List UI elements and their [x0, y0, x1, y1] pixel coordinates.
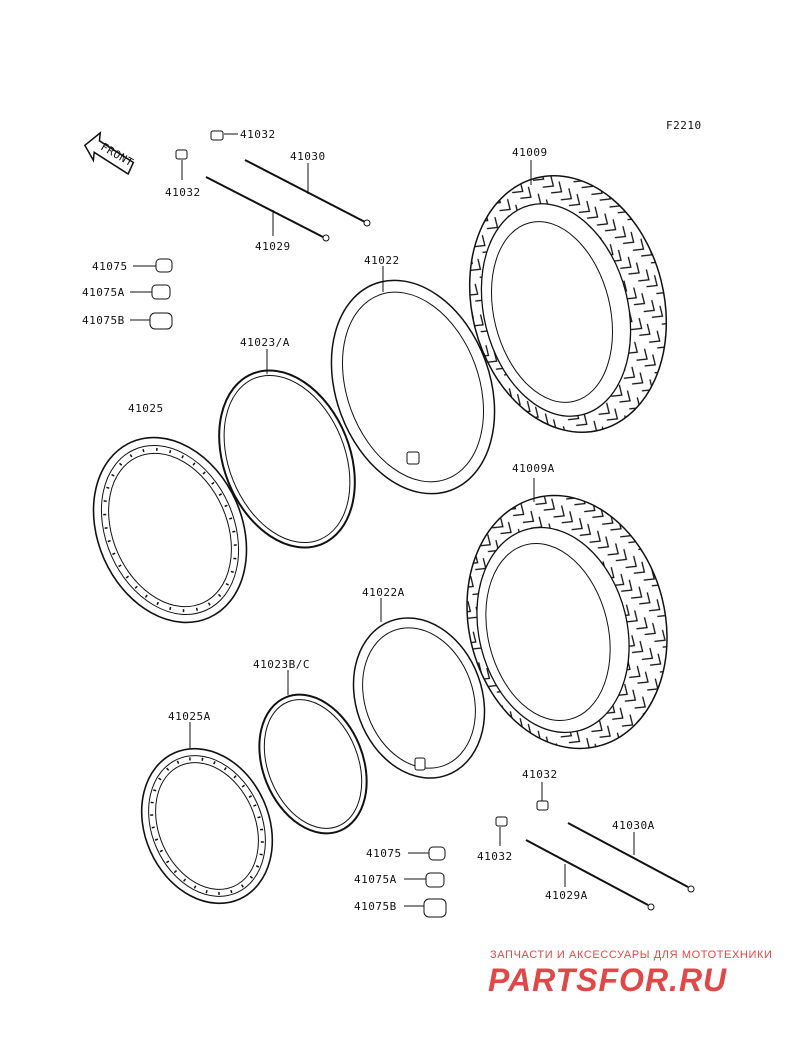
rim-41025A: 41025A	[140, 710, 274, 905]
label-41023BC: 41023B/C	[253, 658, 310, 671]
rim-band-41075A: 41075A	[82, 284, 171, 300]
rim-band-41075B: 41075B	[82, 312, 173, 330]
label-41023A: 41023/A	[240, 336, 290, 349]
label-41030: 41030	[290, 150, 326, 163]
label-41075B-low: 41075B	[354, 900, 397, 913]
label-41030A: 41030A	[612, 819, 655, 832]
spoke-41029: 41029	[205, 176, 330, 253]
valve-41032-top-right: 41032	[210, 128, 276, 141]
rim-band-41075A-low: 41075A	[354, 872, 445, 888]
label-41022: 41022	[364, 254, 400, 267]
label-41029: 41029	[255, 240, 291, 253]
label-41075B: 41075B	[82, 314, 125, 327]
valve-41032-top-left: 41032	[165, 149, 201, 199]
tube-41022: 41022	[330, 254, 496, 495]
rim-band-41023BC: 41023B/C	[253, 658, 368, 835]
rim-band-41075B-low: 41075B	[354, 898, 447, 918]
label-41009A: 41009A	[512, 462, 555, 475]
spoke-41030A: 41030A	[567, 819, 695, 893]
rim-band-41023A: 41023/A	[218, 336, 356, 549]
label-41075A-low: 41075A	[354, 873, 397, 886]
spoke-41030: 41030	[244, 150, 371, 227]
label-41032-top-right: 41032	[240, 128, 276, 141]
rim-band-41075: 41075	[92, 258, 173, 273]
label-41029A: 41029A	[545, 889, 588, 902]
label-41009: 41009	[512, 146, 548, 159]
label-41075-low: 41075	[366, 847, 402, 860]
label-41032-top-left: 41032	[165, 186, 201, 199]
label-41075A: 41075A	[82, 286, 125, 299]
spoke-41029A: 41029A	[525, 839, 655, 911]
rim-band-41075-low: 41075	[366, 846, 446, 861]
label-41025A: 41025A	[168, 710, 211, 723]
label-41032-low-right: 41032	[522, 768, 558, 781]
valve-41032-low-right: 41032	[522, 768, 558, 811]
valve-41032-low-left: 41032	[477, 816, 513, 863]
watermark-logo[interactable]: PARTSFOR.RU	[488, 962, 728, 998]
rim-41025: 41025	[92, 402, 248, 624]
figure-code: F2210	[666, 119, 702, 132]
label-41032-low-left: 41032	[477, 850, 513, 863]
label-41075: 41075	[92, 260, 128, 273]
label-41022A: 41022A	[362, 586, 405, 599]
tube-41022A: 41022A	[352, 586, 486, 779]
tire-41009A: 41009A	[460, 462, 680, 760]
front-arrow-icon: FRONT	[83, 131, 136, 176]
tire-41009: 41009	[460, 146, 680, 440]
label-41025: 41025	[128, 402, 164, 415]
watermark-tagline: ЗАПЧАСТИ И АКСЕССУАРЫ ДЛЯ МОТОТЕХНИКИ	[490, 949, 773, 961]
